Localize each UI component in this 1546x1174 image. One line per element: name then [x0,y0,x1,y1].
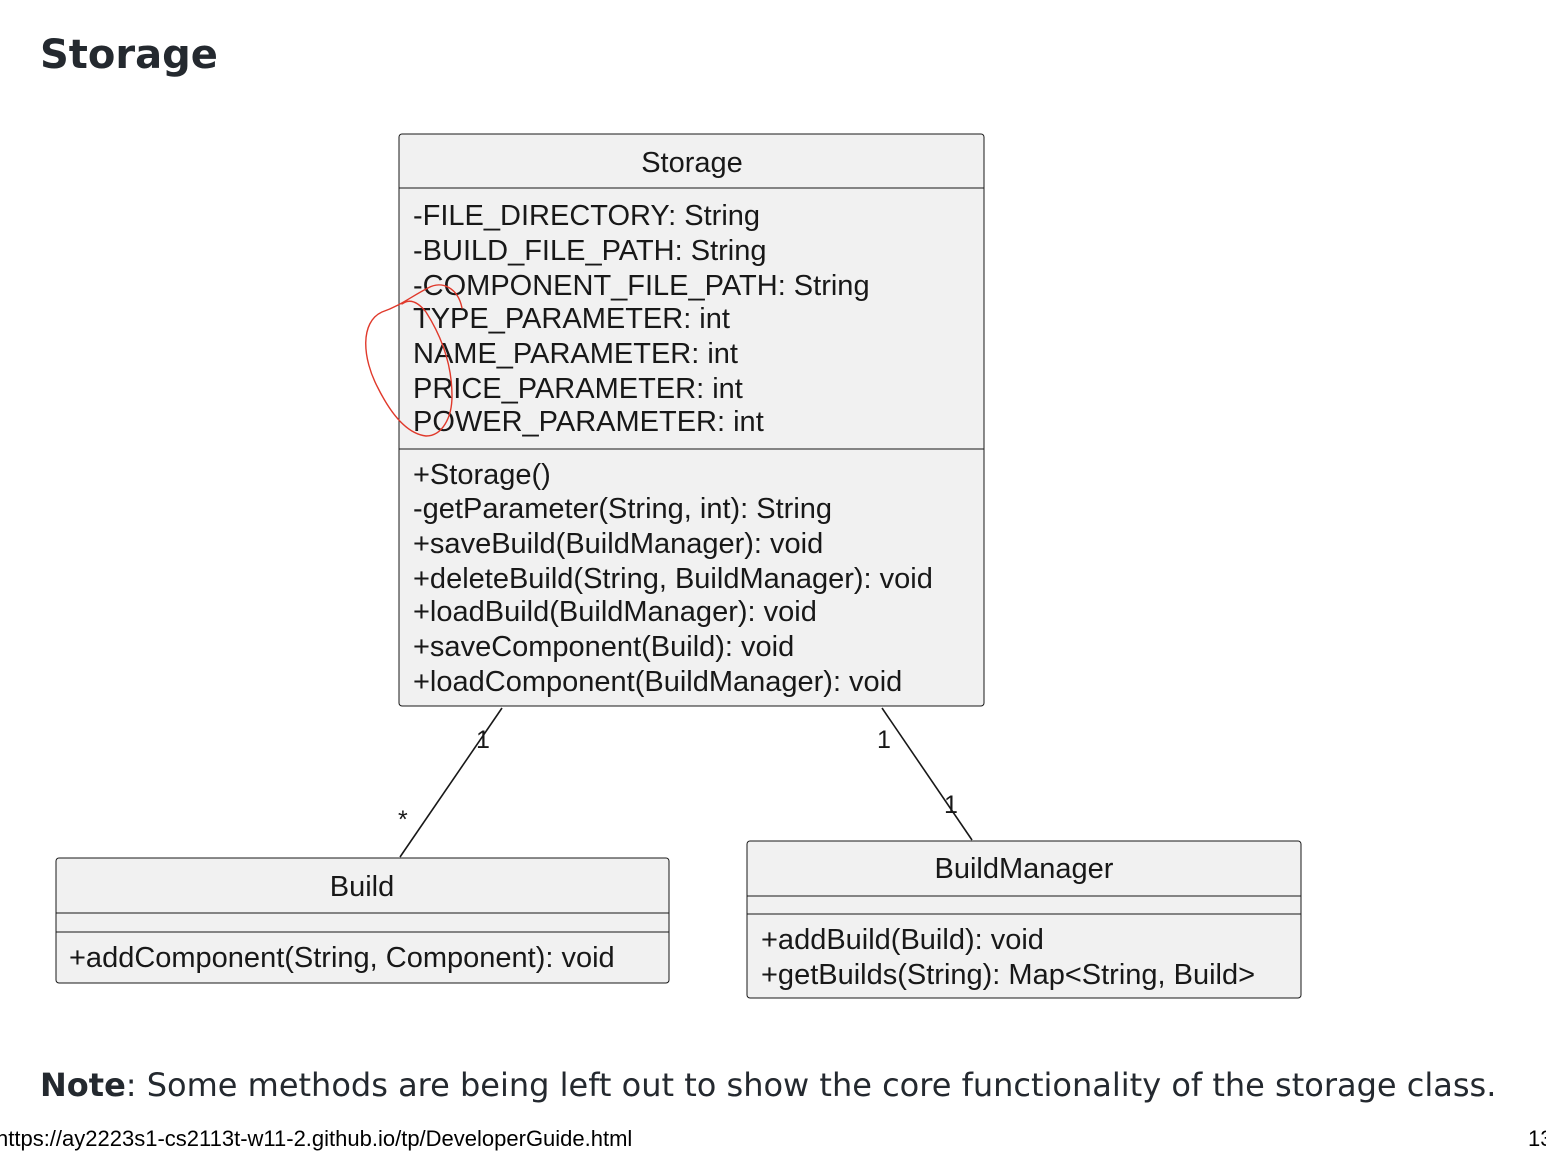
storage-field: -BUILD_FILE_PATH: String [413,235,766,267]
storage-method: +saveComponent(Build): void [413,631,794,663]
storage-method: +loadComponent(BuildManager): void [413,666,902,698]
multiplicity-storage-buildmanager-manager-end: 1 [944,791,958,819]
storage-field: NAME_PARAMETER: int [413,338,738,370]
build-method: +addComponent(String, Component): void [69,942,615,974]
association-storage-buildmanager [881,707,973,841]
handdrawn-annotation-mark [365,284,463,437]
storage-field: PRICE_PARAMETER: int [413,373,743,405]
storage-method: +saveBuild(BuildManager): void [413,528,823,560]
footer-url: https://ay2223s1-cs2113t-w11-2.github.io… [0,1126,633,1151]
association-storage-build [399,707,503,858]
note-paragraph: Note: Some methods are being left out to… [40,1066,1496,1104]
multiplicity-storage-buildmanager-storage-end: 1 [877,726,891,754]
storage-field: TYPE_PARAMETER: int [413,303,730,335]
note-text: : Some methods are being left out to sho… [125,1066,1497,1104]
storage-method: -getParameter(String, int): String [413,493,832,525]
class-name-buildmanager: BuildManager [935,853,1114,885]
storage-method: +deleteBuild(String, BuildManager): void [413,563,933,595]
buildmanager-method: +addBuild(Build): void [761,924,1044,956]
storage-field: -COMPONENT_FILE_PATH: String [413,270,870,302]
storage-method: +Storage() [413,459,551,491]
multiplicity-storage-build-storage-end: 1 [476,726,490,754]
class-name-storage: Storage [641,147,743,179]
footer-page-number: 13 [1528,1126,1546,1151]
storage-field: POWER_PARAMETER: int [413,406,764,438]
multiplicity-storage-build-build-end: * [398,806,408,834]
storage-field: -FILE_DIRECTORY: String [413,200,760,232]
buildmanager-method: +getBuilds(String): Map<String, Build> [761,959,1255,991]
class-build: Build +addComponent(String, Component): … [55,857,670,984]
class-name-build: Build [330,871,395,903]
section-heading: Storage [40,32,218,78]
class-storage: Storage -FILE_DIRECTORY: String -BUILD_F… [398,133,985,707]
storage-method: +loadBuild(BuildManager): void [413,596,817,628]
note-label: Note [40,1066,126,1104]
class-buildmanager: BuildManager +addBuild(Build): void +get… [746,840,1302,999]
